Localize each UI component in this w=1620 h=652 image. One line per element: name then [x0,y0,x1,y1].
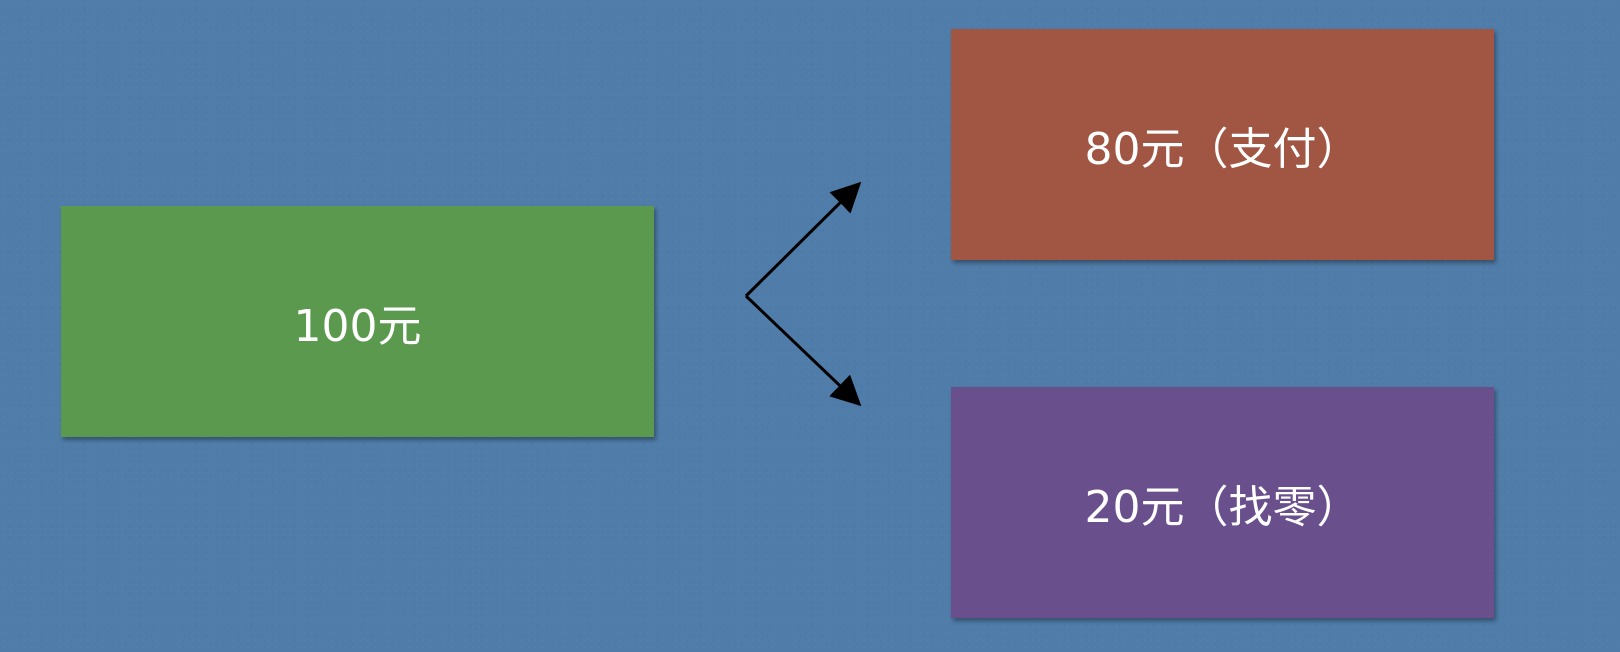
change-amount-box: 20元（找零） [951,387,1494,618]
change-amount-label: 20元（找零） [1084,481,1361,533]
payment-amount-label: 80元（支付） [1084,123,1361,175]
arrow-to-change [744,294,862,407]
arrow-to-payment [744,181,862,298]
total-amount-label: 100元 [293,300,422,352]
payment-amount-box: 80元（支付） [951,29,1494,260]
total-amount-box: 100元 [61,206,654,437]
